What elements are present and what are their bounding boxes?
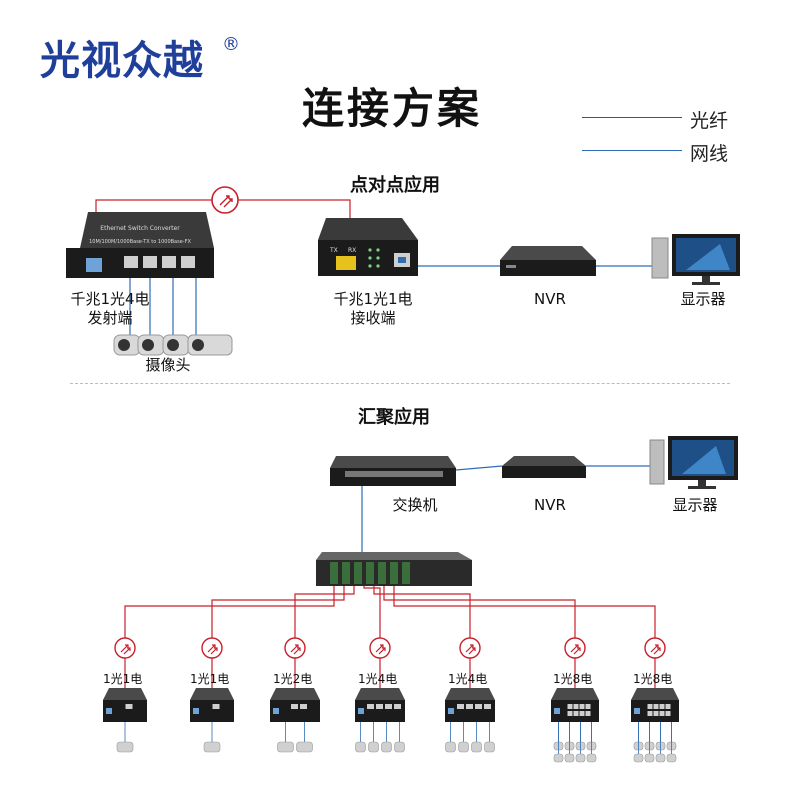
node-device-4 xyxy=(355,688,405,722)
legend-fiber-label: 光纤 xyxy=(690,110,729,132)
transmitter-text2: 10M/100M/1000Base-TX to 1000Base-FX xyxy=(89,239,191,245)
camera-icon xyxy=(445,741,456,753)
p2p-nvr-label: NVR xyxy=(534,290,566,308)
camera-icon xyxy=(666,753,677,763)
camera-1 xyxy=(113,334,141,356)
transmitter-label-line2: 发射端 xyxy=(87,309,133,327)
camera-icon xyxy=(368,741,379,753)
fiber-icon-3 xyxy=(284,637,306,659)
receiver-label-line1: 千兆1光1电 xyxy=(333,290,413,308)
agg-fiber-link-7 xyxy=(393,586,656,690)
node-cameras-1 xyxy=(116,722,134,753)
node-device-1 xyxy=(103,688,147,722)
node-label-6: 1光8电 xyxy=(553,672,593,686)
node-device-3 xyxy=(270,688,320,722)
agg-monitor-device xyxy=(649,436,738,489)
camera-2 xyxy=(137,334,165,356)
camera-icon xyxy=(458,741,469,753)
receiver-device: TX RX xyxy=(318,218,418,276)
switch-device xyxy=(330,456,456,486)
camera-icon xyxy=(203,741,221,753)
cameras-label: 摄像头 xyxy=(145,356,191,374)
receiver-tx: TX xyxy=(329,247,338,254)
camera-icon xyxy=(575,753,586,763)
camera-icon xyxy=(471,741,482,753)
camera-icon xyxy=(355,741,366,753)
fiber-icon-4 xyxy=(369,637,391,659)
camera-icon xyxy=(564,753,575,763)
p2p-nvr-device xyxy=(500,246,596,276)
receiver-rx: RX xyxy=(348,247,356,254)
agg-nvr-device xyxy=(502,456,586,478)
camera-4 xyxy=(187,334,233,356)
fiber-icon-6 xyxy=(564,637,586,659)
node-label-3: 1光2电 xyxy=(273,672,313,686)
node-cameras-7 xyxy=(633,722,677,763)
camera-icon xyxy=(586,753,597,763)
fiber-icon-7 xyxy=(644,637,666,659)
p2p-monitor-device xyxy=(651,234,740,285)
camera-icon xyxy=(644,753,655,763)
node-label-1: 1光1电 xyxy=(103,672,143,686)
page-title: 连接方案 xyxy=(302,84,483,133)
aggregation-section-title: 汇聚应用 xyxy=(358,407,430,428)
transmitter-device: Ethernet Switch Converter 10M/100M/1000B… xyxy=(66,212,214,278)
p2p-section-title: 点对点应用 xyxy=(350,175,440,196)
transmitter-text1: Ethernet Switch Converter xyxy=(100,225,180,232)
registered-mark: ® xyxy=(222,34,240,55)
camera-icon xyxy=(116,741,134,753)
legend-ethernet-label: 网线 xyxy=(690,143,729,165)
legend-ethernet-line xyxy=(582,150,682,151)
p2p-fiber-icon xyxy=(211,186,239,214)
transmitter-label: 千兆1光4电 发射端 xyxy=(55,290,165,328)
node-device-2 xyxy=(190,688,234,722)
agg-switch-label: 交换机 xyxy=(392,496,438,514)
camera-icon xyxy=(553,753,564,763)
node-device-6 xyxy=(551,688,599,722)
node-label-7: 1光8电 xyxy=(633,672,673,686)
agg-nvr-label: NVR xyxy=(534,496,566,514)
camera-icon xyxy=(484,741,495,753)
agg-eth-switch-nvr xyxy=(455,465,503,471)
chassis-device xyxy=(316,552,472,586)
camera-icon xyxy=(381,741,392,753)
node-device-5 xyxy=(445,688,495,722)
camera-icon xyxy=(394,741,405,753)
node-cameras-3 xyxy=(277,722,313,753)
transmitter-label-line1: 千兆1光4电 xyxy=(70,290,150,308)
section-divider xyxy=(70,383,730,384)
p2p-monitor-label: 显示器 xyxy=(680,290,726,308)
node-cameras-5 xyxy=(445,722,495,753)
node-label-5: 1光4电 xyxy=(448,672,488,686)
camera-icon xyxy=(633,753,644,763)
node-label-4: 1光4电 xyxy=(358,672,398,686)
agg-monitor-label: 显示器 xyxy=(672,496,718,514)
receiver-label: 千兆1光1电 接收端 xyxy=(318,290,428,328)
node-cameras-4 xyxy=(355,722,405,753)
fiber-icon-2 xyxy=(201,637,223,659)
legend-fiber-line xyxy=(582,117,682,118)
fiber-icon-1 xyxy=(114,637,136,659)
receiver-label-line2: 接收端 xyxy=(350,309,396,327)
node-device-7 xyxy=(631,688,679,722)
camera-icon xyxy=(296,741,313,753)
fiber-icon-5 xyxy=(459,637,481,659)
node-cameras-6 xyxy=(553,722,597,763)
brand-logo: 光视众越 xyxy=(40,38,204,84)
node-cameras-2 xyxy=(203,722,221,753)
node-label-2: 1光1电 xyxy=(190,672,230,686)
camera-icon xyxy=(277,741,294,753)
camera-icon xyxy=(655,753,666,763)
